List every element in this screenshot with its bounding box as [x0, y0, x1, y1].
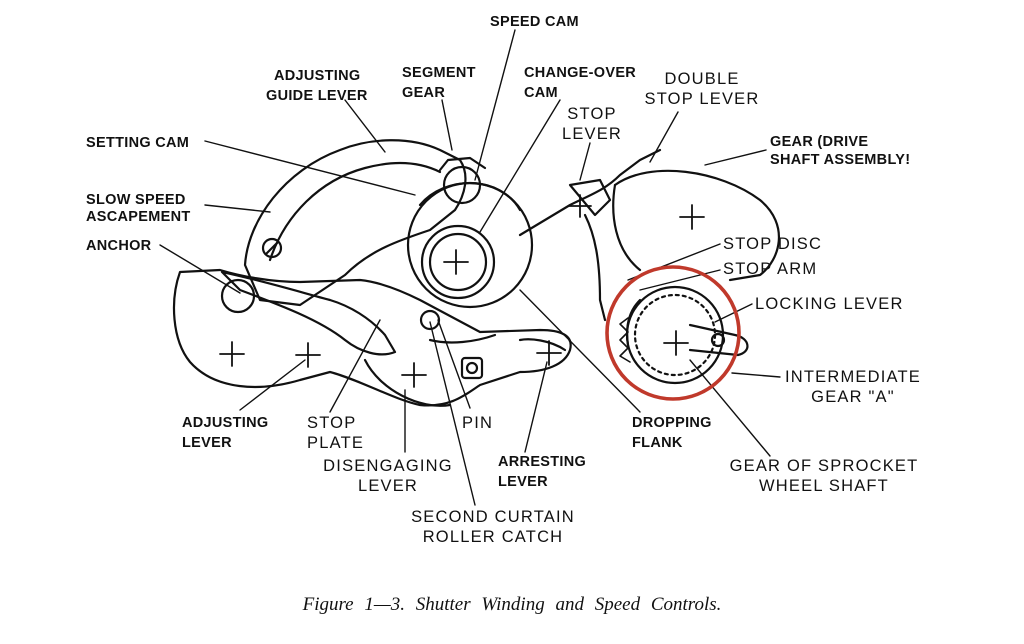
- label-gear-drive-shaft: GEAR (DRIVE SHAFT ASSEMBLY!: [770, 134, 911, 168]
- label-adjusting-lever: ADJUSTING LEVER: [182, 415, 269, 451]
- label-stop-disc: STOP DISC: [723, 235, 823, 253]
- figure-caption: Figure 1—3. Shutter Winding and Speed Co…: [302, 594, 722, 615]
- stop-lever-shape: [583, 213, 607, 322]
- drive-gear-arc: [613, 169, 781, 282]
- guide-inner-outline: [268, 161, 442, 262]
- upper-linkage: [518, 148, 662, 237]
- roller-catch: [419, 309, 441, 331]
- label-anchor: ANCHOR: [86, 238, 152, 254]
- guide-body-outline: [243, 139, 467, 307]
- label-locking-lever: LOCKING LEVER: [755, 295, 904, 313]
- label-double-stop-lever: DOUBLE STOP LEVER: [644, 70, 760, 108]
- intermediate-gear-teeth: [619, 317, 631, 363]
- arresting-lever-body: [518, 338, 567, 352]
- change-over-cam: [420, 224, 496, 300]
- locking-lever-arm: [688, 323, 749, 357]
- label-segment-gear: SEGMENT GEAR: [402, 65, 476, 101]
- label-stop-lever: STOP LEVER: [561, 105, 623, 143]
- stop-disc: [625, 285, 725, 385]
- label-adjusting-guide-lever: ADJUSTING GUIDE LEVER: [266, 68, 368, 104]
- label-slow-speed-escapement: SLOW SPEED ASCAPEMENT: [86, 192, 191, 225]
- main-housing-outline: [172, 268, 572, 407]
- label-stop-arm: STOP ARM: [723, 260, 818, 278]
- label-arresting-lever: ARRESTING LEVER: [498, 454, 587, 490]
- label-setting-cam: SETTING CAM: [86, 135, 190, 151]
- leader-lines: [159, 29, 781, 506]
- label-stop-plate: STOP PLATE: [307, 414, 365, 452]
- catch-block: [460, 356, 484, 380]
- label-dropping-flank: DROPPING FLANK: [632, 415, 712, 451]
- label-intermediate-gear: INTERMEDIATE GEAR "A": [784, 368, 921, 406]
- label-second-curtain: SECOND CURTAIN ROLLER CATCH: [411, 508, 575, 546]
- label-gear-of-sprocket: GEAR OF SPROCKET WHEEL SHAFT: [729, 457, 919, 495]
- label-disengaging-lever: DISENGAGING LEVER: [323, 457, 453, 495]
- label-speed-cam: SPEED CAM: [490, 14, 579, 30]
- label-change-over-cam: CHANGE-OVER CAM: [524, 65, 637, 101]
- pivot-crosses: [219, 194, 705, 388]
- slot-screw: [261, 237, 283, 259]
- stop-plate-arm: [220, 270, 397, 356]
- stop-disc-inner: [633, 293, 717, 377]
- label-pin: PIN: [462, 414, 494, 432]
- highlight-circle: [605, 265, 741, 401]
- segment-gear-hub: [442, 165, 482, 205]
- disengaging-lever-body: [363, 358, 452, 407]
